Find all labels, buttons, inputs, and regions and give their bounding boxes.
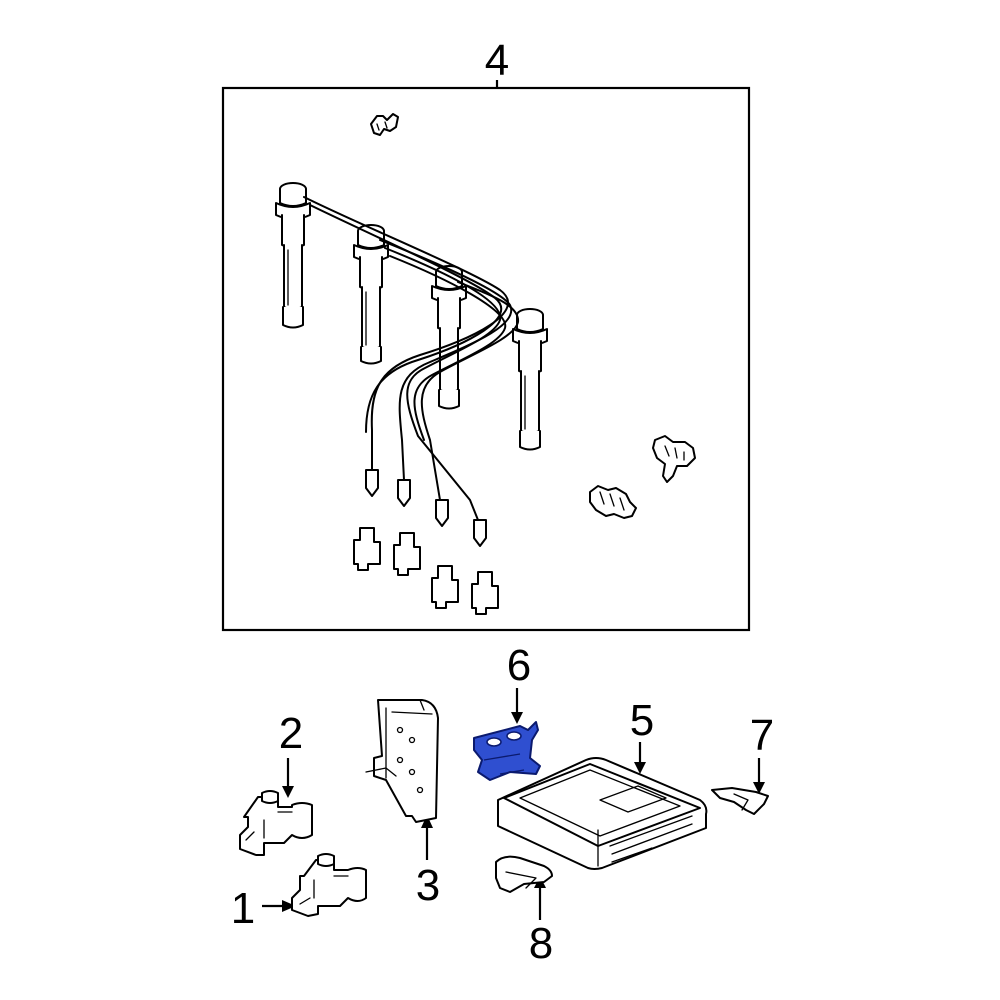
callout-5-group[interactable]: 5 [630, 696, 654, 774]
ignition-coil-lower [291, 853, 367, 917]
ecu-bracket-lower [495, 855, 553, 893]
callout-1-group[interactable]: 1 [231, 884, 296, 933]
callout-8-group[interactable]: 8 [529, 876, 553, 968]
callout-7-group[interactable]: 7 [750, 711, 774, 794]
coil-boots [353, 527, 499, 615]
ignition-coil-upper [239, 790, 313, 856]
mounting-bracket [365, 699, 439, 823]
plug-boot-2 [353, 224, 389, 365]
callout-8-label: 8 [529, 919, 553, 968]
callout-5-label: 5 [630, 696, 654, 745]
callout-3-group[interactable]: 3 [416, 815, 440, 910]
ecu-bracket-right [711, 787, 769, 815]
callout-4-label: 4 [485, 36, 509, 85]
plug-boot-4 [512, 308, 548, 451]
wire-clips-right [589, 435, 696, 519]
ecu-bracket-highlighted[interactable] [473, 721, 541, 781]
wire-terminals [365, 469, 487, 547]
wire-clip-top [370, 113, 399, 136]
callout-3-label: 3 [416, 861, 440, 910]
ignition-wire-set [275, 113, 696, 615]
callout-7-label: 7 [750, 711, 774, 760]
callout-2-label: 2 [279, 709, 303, 758]
callout-1-label: 1 [231, 884, 255, 933]
plug-boot-1 [275, 182, 311, 329]
callout-6-group[interactable]: 6 [507, 641, 531, 724]
callout-2-group[interactable]: 2 [279, 709, 303, 798]
callout-4-group[interactable]: 4 [221, 36, 751, 632]
callout-6-label: 6 [507, 641, 531, 690]
engine-control-module [497, 757, 708, 870]
wire-set-frame [221, 86, 751, 632]
wire-bundle [303, 196, 520, 521]
